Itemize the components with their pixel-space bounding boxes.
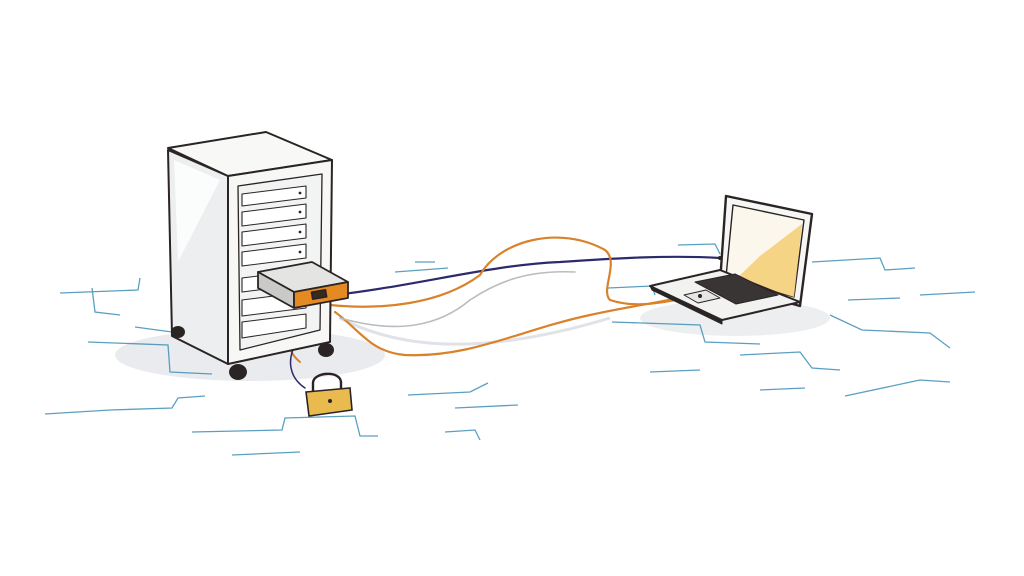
padlock-icon xyxy=(305,372,353,417)
external-drive-icon xyxy=(257,261,349,309)
cable-grey xyxy=(339,270,576,328)
laptop-base-edge xyxy=(649,285,723,325)
caster-back-left xyxy=(171,326,185,338)
server-side-highlight xyxy=(174,160,220,262)
laptop-keyboard xyxy=(694,273,779,305)
laptop-icon xyxy=(649,194,814,325)
caster-front-right xyxy=(318,343,334,357)
laptop-ports xyxy=(698,256,722,298)
cables xyxy=(286,236,722,389)
cable-navy xyxy=(333,255,722,297)
drive-port xyxy=(310,288,328,301)
blueprint-grid xyxy=(44,243,976,456)
server-rack-icon xyxy=(167,131,334,380)
caster-front-left xyxy=(229,364,247,380)
padlock-keyhole xyxy=(328,399,332,403)
cable-orange-low xyxy=(333,293,692,357)
laptop-trackpad xyxy=(683,289,721,304)
padlock-shackle xyxy=(311,372,343,392)
cable-shadow xyxy=(339,316,611,346)
laptop-screen-glow xyxy=(736,224,802,297)
cable-orange-loop xyxy=(328,236,702,308)
server-casters xyxy=(171,326,334,380)
